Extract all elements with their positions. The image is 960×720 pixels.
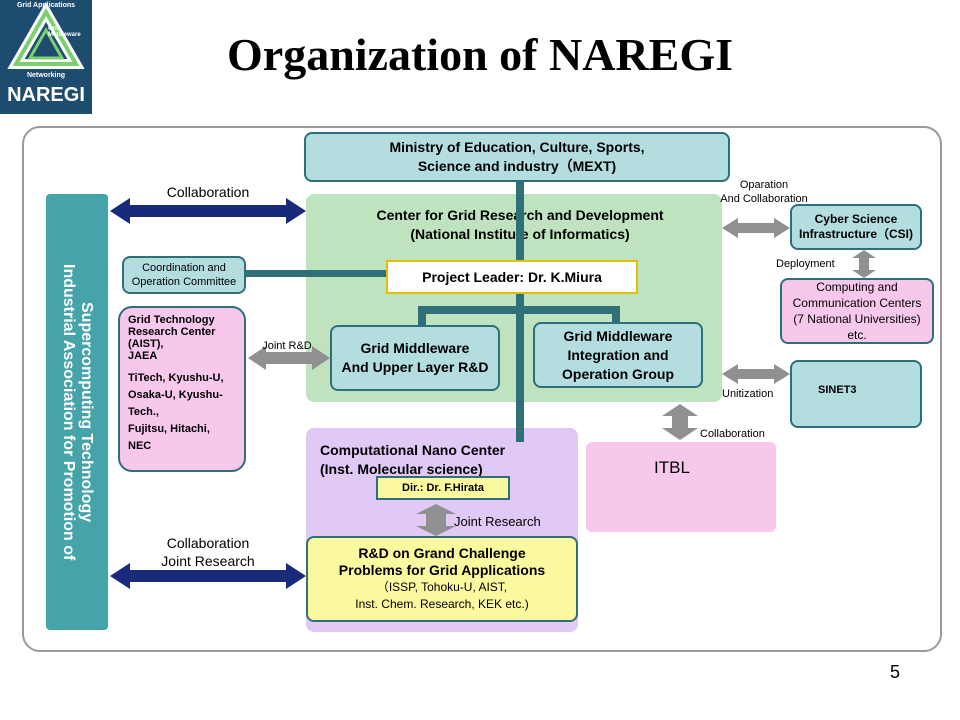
mw-integration-box: Grid Middleware Integration and Operatio… [533,322,703,388]
grid-tech-line1: Grid Technology [128,314,215,326]
coordination-line2: Operation Committee [131,276,237,288]
coordination-box: Coordination and Operation Committee [122,256,246,294]
mw-upper-line2: And Upper Layer R&D [341,359,489,375]
rd-grand-box: R&D on Grand Challenge Problems for Grid… [306,536,578,622]
mw-integration-line3: Operation Group [562,365,674,382]
logo-top-text: Grid Applications [16,2,76,9]
logo-bottom-text: Networking [26,72,66,79]
joint-rd-label: Joint R&D [262,340,312,352]
mw-upper-box: Grid Middleware And Upper Layer R&D [330,325,500,391]
triangle-logo-icon [7,1,85,69]
project-leader-label: Project Leader: Dr. K.Miura [422,269,602,285]
rd-grand-line3: （ISSP, Tohoku-U, AIST, [376,580,508,594]
collaboration-bottom-line2: Joint Research [161,553,255,569]
director-box: Dir.: Dr. F.Hirata [376,476,510,500]
project-leader-box: Project Leader: Dr. K.Miura [386,260,638,294]
stem-left-drop [418,306,426,326]
collaboration-top-label: Collaboration [166,184,250,200]
computing-line3: (7 National Universities) [793,312,921,326]
grid-tech-line8: Fujitsu, Hitachi, [128,423,210,435]
industrial-line2: Supercomputing Technology [78,301,95,523]
mext-line2: Science and industry（MEXT) [417,158,617,174]
sinet-box: SINET3 [790,360,922,428]
sinet-label: SINET3 [818,384,857,396]
collaboration-bottom-label: Collaboration Joint Research [138,534,278,570]
grid-tech-line5: TiTech, Kyushu-U, [128,372,224,384]
joint-research-label: Joint Research [454,514,541,529]
computing-line2: Communication Centers [792,296,922,310]
mext-line1: Ministry of Education, Culture, Sports, [389,139,645,155]
grid-tech-line7: Tech., [128,406,159,418]
grid-tech-line9: NEC [128,440,152,452]
coordination-line1: Coordination and [142,262,226,274]
stem-branch [418,306,618,314]
mw-integration-line2: Integration and [567,346,669,363]
operation-line1: Oparation [739,179,789,191]
rd-grand-line1: R&D on Grand Challenge [358,545,526,561]
itbl-label: ITBL [654,458,690,477]
itbl-collaboration-label: Collaboration [700,428,765,440]
grid-tech-line3: (AIST), [128,338,164,350]
page-number: 5 [890,662,901,682]
itbl-box: ITBL [586,442,776,532]
naregi-logo: Grid Applications Grid Middleware Networ… [0,0,92,114]
mw-integration-line1: Grid Middleware [563,327,673,344]
deployment-label: Deployment [776,258,835,270]
nano-line1: Computational Nano Center [320,442,506,458]
csi-line1: Cyber Science [814,212,898,226]
grid-tech-box: Grid Technology Research Center (AIST), … [118,306,246,472]
operation-line2: And Collaboration [720,193,808,205]
operation-label: Oparation And Collaboration [704,178,824,206]
grid-tech-line6: Osaka-U, Kyushu- [128,389,223,401]
director-label: Dir.: Dr. F.Hirata [402,482,484,494]
mext-box: Ministry of Education, Culture, Sports, … [304,132,730,182]
unitization-label: Unitization [722,388,774,400]
coordination-connector [244,270,388,277]
page-title: Organization of NAREGI [227,29,733,80]
rd-grand-line2: Problems for Grid Applications [338,562,546,578]
nano-title: Computational Nano Center (Inst. Molecul… [320,441,570,479]
stem-right-drop [612,306,620,324]
computing-line1: Computing and [816,280,898,294]
logo-right-text: Grid Middleware [48,26,81,38]
grid-tech-line4: JAEA [128,350,158,362]
mw-upper-line1: Grid Middleware [360,340,470,356]
industrial-line1: Industrial Association for Promotion of [60,263,77,561]
computing-line4: etc. [847,328,867,342]
csi-box: Cyber Science Infrastructure（CSI) [790,204,922,250]
computing-box: Computing and Communication Centers (7 N… [780,278,934,344]
csi-line2: Infrastructure（CSI) [798,227,914,241]
industrial-association-box: Industrial Association for Promotion of … [46,194,108,630]
rd-grand-line4: Inst. Chem. Research, KEK etc.) [355,597,529,611]
collaboration-bottom-line1: Collaboration [166,535,250,551]
nano-line2: (Inst. Molecular science) [320,461,483,477]
logo-name: NAREGI [7,84,85,106]
grid-tech-line2: Research Center [128,326,216,338]
